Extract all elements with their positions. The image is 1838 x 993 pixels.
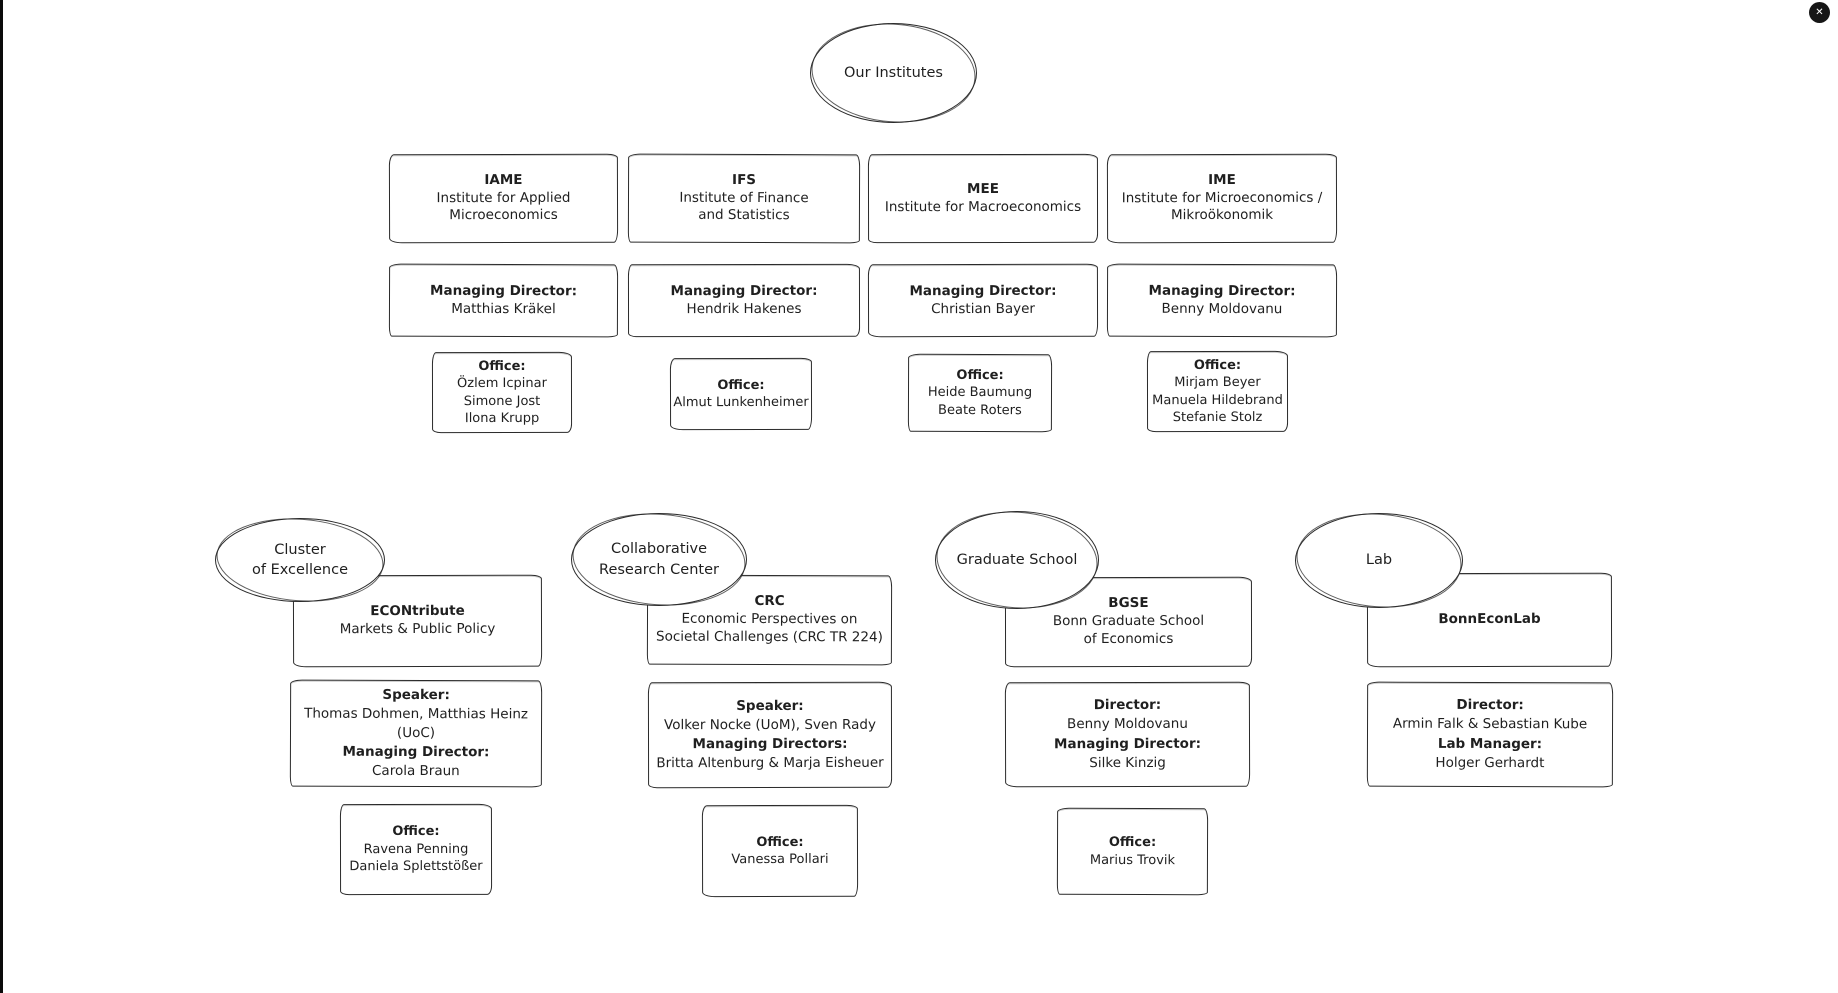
institute-name-line: Microeconomics: [449, 207, 558, 224]
group-abbr: BonnEconLab: [1438, 610, 1541, 628]
group-abbr: BGSE: [1108, 595, 1149, 612]
office-name: Marius Trovik: [1089, 852, 1176, 868]
office-box-econtribute: Office: Ravena Penning Daniela Splettstö…: [339, 803, 493, 896]
our-institutes-ellipse: Our Institutes: [810, 23, 977, 123]
institute-name-line: Institute for Applied: [436, 189, 571, 206]
group-name-line: Societal Challenges (CRC TR 224): [656, 628, 883, 646]
group-ellipse-cluster-of-excellence: Cluster of Excellence: [215, 518, 385, 602]
office-name: Özlem Icpinar: [457, 376, 547, 392]
corner-badge-icon[interactable]: ✕: [1809, 2, 1830, 23]
md-box-mee: Managing Director: Christian Bayer: [867, 263, 1099, 338]
institute-name-line: Institute for Microeconomics /: [1121, 189, 1323, 206]
md-label: Managing Director:: [430, 282, 578, 299]
md-name: Matthias Kräkel: [451, 300, 556, 317]
institute-box-mee: MEE Institute for Macroeconomics: [867, 153, 1099, 244]
people-names: Armin Falk & Sebastian Kube: [1392, 716, 1588, 733]
people-role-label: Director:: [1456, 697, 1524, 714]
institute-name-line: and Statistics: [698, 207, 790, 224]
group-name-line: Economic Perspectives on: [681, 610, 858, 628]
office-name: Almut Lunkenheimer: [673, 394, 809, 411]
people-names: Britta Altenburg & Marja Eisheuer: [656, 754, 884, 772]
group-ellipse-collaborative-research-center: Collaborative Research Center: [571, 513, 747, 606]
institute-box-iame: IAME Institute for Applied Microeconomic…: [388, 153, 619, 244]
office-name: Heide Baumung: [927, 385, 1033, 401]
group-ellipse-label: Cluster: [274, 541, 326, 558]
people-box-crc: Speaker: Volker Nocke (UoM), Sven Rady M…: [647, 681, 893, 789]
people-box-bgse: Director: Benny Moldovanu Managing Direc…: [1004, 681, 1251, 788]
institute-abbr: IAME: [484, 171, 523, 188]
office-box-ifs: Office: Almut Lunkenheimer: [669, 357, 813, 431]
office-name: Ravena Penning: [363, 841, 469, 857]
people-role-label: Managing Directors:: [692, 735, 848, 753]
people-names: Silke Kinzig: [1089, 754, 1166, 771]
office-name: Mirjam Beyer: [1174, 375, 1261, 391]
md-name: Christian Bayer: [931, 300, 1035, 317]
office-box-ime: Office: Mirjam Beyer Manuela Hildebrand …: [1146, 350, 1289, 433]
institute-abbr: MEE: [967, 180, 999, 197]
group-abbr: CRC: [754, 593, 785, 610]
group-name-line: Bonn Graduate School: [1052, 612, 1205, 630]
office-box-iame: Office: Özlem Icpinar Simone Jost Ilona …: [431, 351, 573, 434]
our-institutes-label: Our Institutes: [844, 64, 943, 81]
office-name: Beate Roters: [938, 402, 1022, 418]
md-label: Managing Director:: [1148, 282, 1296, 299]
md-label: Managing Director:: [670, 282, 818, 299]
institute-name-line: Institute for Macroeconomics: [884, 198, 1082, 215]
institute-box-ime: IME Institute for Microeconomics / Mikro…: [1106, 153, 1338, 244]
office-name: Ilona Krupp: [464, 410, 540, 426]
institute-name-line: Institute of Finance: [679, 189, 809, 206]
institute-box-ifs: IFS Institute of Finance and Statistics: [627, 153, 861, 244]
office-name: Daniela Splettstößer: [349, 859, 483, 875]
group-abbr: ECONtribute: [370, 603, 465, 620]
md-label: Managing Director:: [909, 282, 1057, 299]
office-name: Vanessa Pollari: [731, 851, 829, 868]
institute-abbr: IME: [1208, 171, 1236, 188]
group-ellipse-label: Graduate School: [956, 551, 1078, 568]
office-label: Office:: [717, 377, 765, 393]
people-names: Benny Moldovanu: [1067, 716, 1188, 733]
institute-abbr: IFS: [732, 171, 757, 188]
people-role-label: Speaker:: [382, 686, 450, 703]
people-role-label: Managing Director:: [1054, 735, 1202, 752]
md-box-ime: Managing Director: Benny Moldovanu: [1106, 263, 1338, 338]
group-ellipse-label: Research Center: [599, 561, 719, 578]
people-names: Carola Braun: [371, 763, 460, 780]
people-role-label: Director:: [1093, 697, 1162, 714]
people-box-econtribute: Speaker: Thomas Dohmen, Matthias Heinz (…: [289, 679, 543, 788]
group-ellipse-graduate-school: Graduate School: [935, 511, 1099, 609]
office-label: Office:: [1108, 835, 1157, 851]
md-box-ifs: Managing Director: Hendrik Hakenes: [627, 263, 861, 338]
office-box-crc: Office: Vanessa Pollari: [701, 804, 859, 898]
office-label: Office:: [392, 824, 440, 840]
md-name: Benny Moldovanu: [1161, 300, 1283, 317]
office-box-mee: Office: Heide Baumung Beate Roters: [907, 353, 1053, 433]
people-names: Volker Nocke (UoM), Sven Rady: [663, 716, 876, 734]
people-names: Holger Gerhardt: [1435, 754, 1545, 771]
group-ellipse-lab: Lab: [1295, 513, 1463, 608]
office-box-bgse: Office: Marius Trovik: [1056, 807, 1209, 896]
institute-name-line: Mikroökonomik: [1170, 207, 1274, 224]
office-label: Office:: [756, 834, 804, 850]
group-name-line: of Economics: [1083, 630, 1174, 647]
people-box-bonneconlab: Director: Armin Falk & Sebastian Kube La…: [1366, 681, 1614, 788]
people-role-label: Lab Manager:: [1437, 735, 1543, 752]
office-name: Manuela Hildebrand: [1152, 392, 1283, 408]
office-name: Stefanie Stolz: [1172, 409, 1263, 425]
office-label: Office:: [956, 367, 1004, 383]
people-role-label: Managing Director:: [342, 743, 490, 761]
office-name: Simone Jost: [463, 393, 541, 409]
people-role-label: Speaker:: [736, 697, 804, 714]
office-label: Office:: [1193, 357, 1242, 373]
people-names: Thomas Dohmen, Matthias Heinz (UoC): [304, 705, 529, 741]
canvas-left-edge: [0, 0, 3, 993]
group-ellipse-label: of Excellence: [251, 562, 349, 578]
md-name: Hendrik Hakenes: [686, 300, 802, 317]
group-ellipse-label: Collaborative: [610, 541, 708, 558]
group-name-line: Markets & Public Policy: [339, 620, 496, 638]
office-label: Office:: [478, 358, 526, 374]
group-ellipse-label: Lab: [1365, 552, 1393, 569]
md-box-iame: Managing Director: Matthias Kräkel: [388, 263, 619, 338]
